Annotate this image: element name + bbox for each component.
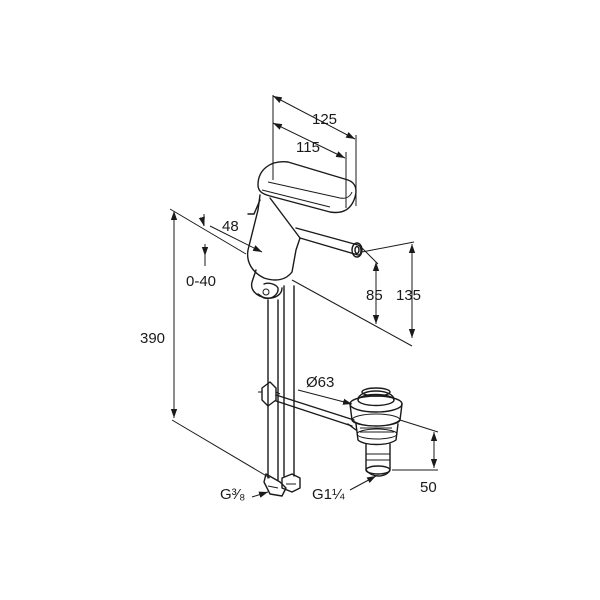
supply-hoses bbox=[263, 285, 301, 497]
dim-115: 115 bbox=[296, 139, 320, 156]
dim-0-40: 0-40 bbox=[186, 273, 216, 290]
dim-diameter-63: Ø63 bbox=[306, 374, 334, 391]
dimension-labels: 125 115 48 0-40 390 85 135 Ø63 50 G³⁄₈ G… bbox=[140, 111, 437, 503]
thread-g3-8: G³⁄₈ bbox=[220, 486, 245, 503]
dim-48: 48 bbox=[222, 218, 239, 235]
dim-390: 390 bbox=[140, 330, 165, 347]
dimension-lines bbox=[169, 95, 439, 498]
dim-85: 85 bbox=[366, 287, 383, 304]
popup-waste bbox=[347, 387, 403, 477]
dim-50: 50 bbox=[420, 479, 437, 496]
faucet-body bbox=[246, 161, 363, 300]
thread-g1-1-4: G1¼ bbox=[312, 486, 345, 503]
dim-125: 125 bbox=[312, 111, 337, 128]
lift-rod-linkage bbox=[258, 381, 355, 427]
dim-135: 135 bbox=[396, 287, 421, 304]
